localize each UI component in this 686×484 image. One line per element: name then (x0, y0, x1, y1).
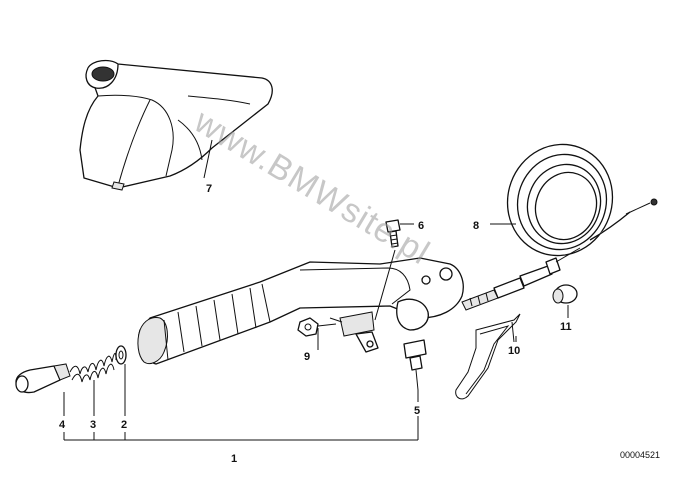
callout-9: 9 (304, 351, 310, 363)
callout-2: 2 (121, 419, 127, 431)
callout-1: 1 (231, 453, 237, 465)
push-button-part (15, 363, 71, 394)
cable-end-part (461, 247, 581, 311)
handbrake-lever-part (137, 257, 464, 365)
washer-part (115, 345, 127, 365)
leader-lines (63, 223, 517, 441)
callout-10: 10 (508, 345, 520, 357)
callout-5: 5 (414, 405, 420, 417)
callout-8: 8 (473, 220, 479, 232)
bolt-part (374, 219, 401, 321)
callout-4: 4 (59, 419, 66, 431)
callout-6: 6 (418, 220, 424, 232)
watermark-text: www.BMWsite.pl (187, 102, 436, 273)
callout-3: 3 (90, 419, 96, 431)
nut-part (297, 317, 337, 337)
clip-part (403, 339, 427, 391)
wire-clip-part (455, 313, 521, 400)
handbrake-boot-part (79, 59, 273, 191)
callout-7: 7 (206, 183, 212, 195)
spring-part (69, 353, 117, 383)
reference-number: 00004521 (620, 450, 660, 460)
callout-11: 11 (560, 321, 572, 333)
brake-cable-coil-part (490, 143, 658, 257)
grommet-part (552, 284, 578, 318)
